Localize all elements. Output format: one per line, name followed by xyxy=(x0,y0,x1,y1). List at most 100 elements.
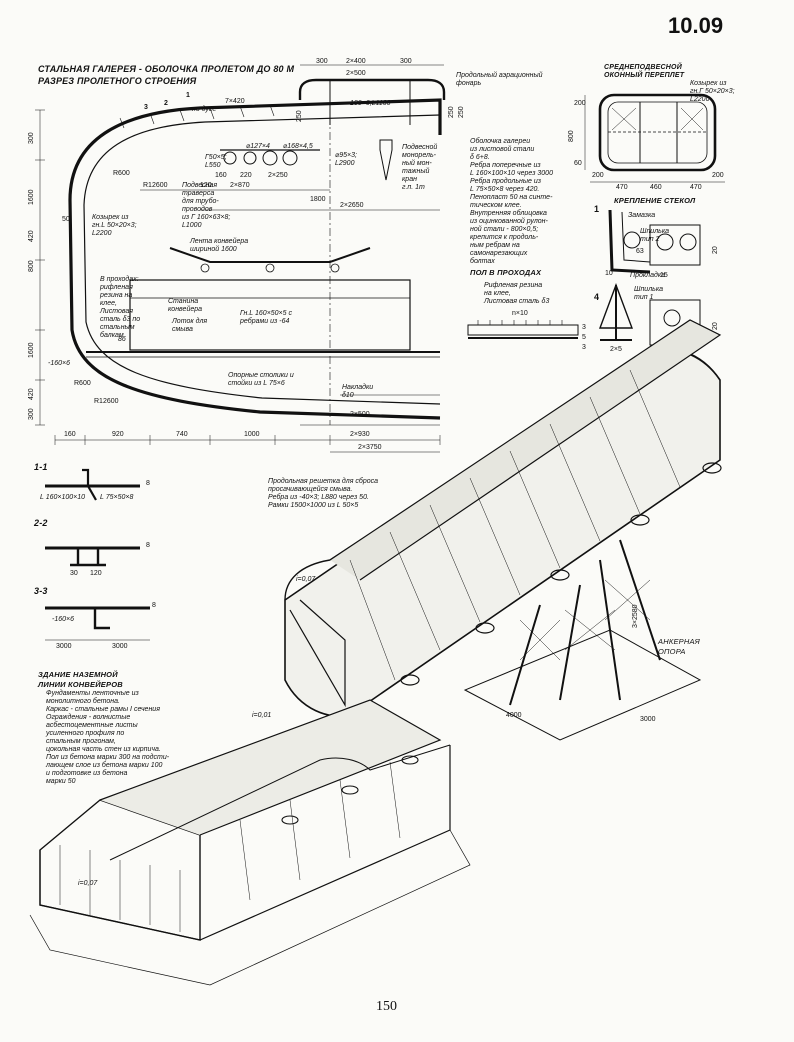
dim-h-11: 160 xyxy=(215,172,227,179)
label-walkway: В проходах: рифленая резина на клее, Лис… xyxy=(100,276,141,339)
radius-0: R600 xyxy=(113,170,130,177)
building-notes: Фундаменты ленточные из монолитного бето… xyxy=(46,690,170,785)
glass-label-1: Шпилька тип 2 xyxy=(640,228,670,243)
radius-2: R600 xyxy=(74,380,91,387)
label-visor: Козырек из гн.L 50×20×3; L2200 xyxy=(92,214,137,237)
profile-6: 86 xyxy=(118,336,126,343)
glass-label-8: 2×5 xyxy=(610,346,622,353)
dim-v-5: 420 xyxy=(28,388,35,400)
label-wash-tray: Лоток для смыва xyxy=(172,318,208,333)
dim-top-0: 300 xyxy=(316,58,328,65)
glass-title: КРЕПЛЕНИЕ СТЕКОЛ xyxy=(614,196,696,205)
dim-h-4: 2×500 xyxy=(350,411,370,418)
window-dim-5: 200 xyxy=(574,100,586,107)
section-3-3-dim-0: 3000 xyxy=(56,643,72,650)
dim-v-3: 800 xyxy=(28,260,35,272)
glass-fixing-details xyxy=(598,209,701,346)
glass-label-2: 63 xyxy=(636,248,644,255)
window-title: СРЕДНЕПОДВЕСНОЙ ОКОННЫЙ ПЕРЕПЛЕТ xyxy=(604,64,685,79)
section-2-2-dim-0: 30 xyxy=(70,570,78,577)
floor-dim-3: 3 xyxy=(582,344,586,351)
label-traverse: Подвесная траверса для трубо- проводов и… xyxy=(182,182,231,229)
dim-top-3: 300 xyxy=(400,58,412,65)
window-dim-3: 470 xyxy=(690,184,702,191)
window-dim-6: 800 xyxy=(568,130,575,142)
gallery-isometric-view xyxy=(284,319,722,741)
floor-note: Рифленая резина на клее, Листовая сталь … xyxy=(484,282,550,305)
profile-2: ⌀168×4,5 xyxy=(283,143,313,150)
glass-label-6: 20 xyxy=(712,246,719,254)
profile-0: Г50×5; L550 xyxy=(205,154,227,169)
section-2-2-dim-1: 120 xyxy=(90,570,102,577)
gallery-dim-2: 3000 xyxy=(640,716,656,723)
profile-3: ⌀95×3; L2900 xyxy=(335,152,357,167)
radius-3: R12600 xyxy=(94,398,119,405)
dim-h-5: 2×930 xyxy=(350,431,370,438)
floor-dim-2: 5 xyxy=(582,334,586,341)
sheet-number: 10.09 xyxy=(668,13,724,38)
label-channel: Гн.L 160×50×5 с ребрами из -64 xyxy=(240,310,292,325)
profile-sections xyxy=(45,468,150,641)
dim-top-1: 2×400 xyxy=(346,58,366,65)
marker-1: 1 xyxy=(186,92,190,99)
dim-h-13: 2×250 xyxy=(268,172,288,179)
dim-h-12: 220 xyxy=(240,172,252,179)
section-3-3-label-0: -160×6 xyxy=(52,616,74,623)
glass-label-7: 10 xyxy=(605,270,613,277)
floor-dim-1: 3 xyxy=(582,324,586,331)
label-belt: Лента конвейера шириной 1600 xyxy=(190,238,249,253)
dim-v-4: 1600 xyxy=(28,342,35,358)
glass-label-0: Замазка xyxy=(628,212,656,219)
glass-label-4: Шпилька тип 1 xyxy=(634,286,664,301)
dim-h-3: 1000 xyxy=(244,431,260,438)
label-plates: Накладки δ10 xyxy=(342,384,374,399)
gallery-slope: i=0,07 xyxy=(296,576,316,583)
conveyor-building-isometric xyxy=(29,699,471,986)
dim-v-2: 420 xyxy=(28,230,35,242)
dim-v-0: 300 xyxy=(28,132,35,144)
window-note: Козырек из гн.Г 50×20×3; L2200 xyxy=(690,80,735,103)
dim-v-6: 300 xyxy=(28,408,35,420)
dim-h-1: 920 xyxy=(112,431,124,438)
section-1-1-label-0: L 160×100×10 xyxy=(40,494,86,501)
window-frame-detail xyxy=(584,93,725,183)
floor-detail xyxy=(467,320,579,339)
drawing-subtitle: РАЗРЕЗ ПРОЛЕТНОГО СТРОЕНИЯ xyxy=(38,76,197,86)
radius-1: R12600 xyxy=(143,182,168,189)
label-conveyor-frame: Станина конвейера xyxy=(168,298,203,313)
glass-label-3: Прокладка xyxy=(630,272,666,279)
drawing-title: СТАЛЬНАЯ ГАЛЕРЕЯ - ОБОЛОЧКА ПРОЛЕТОМ ДО … xyxy=(38,64,295,74)
gallery-dim-0: 3×2580 xyxy=(632,604,639,628)
floor-title: ПОЛ В ПРОХОДАХ xyxy=(470,268,542,277)
window-dim-0: 200 xyxy=(592,172,604,179)
dim-v-1: 1600 xyxy=(28,189,35,205)
window-dim-7: 60 xyxy=(574,160,582,167)
rib-spacing: 7×420 xyxy=(225,98,245,105)
marker-2: 2 xyxy=(164,100,168,107)
window-dim-1: 470 xyxy=(616,184,628,191)
glass-label-5: 15 xyxy=(660,272,668,279)
dim-h-2: 740 xyxy=(176,431,188,438)
floor-dim-0: n×10 xyxy=(512,310,528,317)
dim-h-0: 160 xyxy=(64,431,76,438)
dim-h-6: 2×3750 xyxy=(358,444,382,451)
label-support-posts: Опорные столики и стойки из L 75×6 xyxy=(228,372,294,387)
dim-h-9: 2×2650 xyxy=(340,202,364,209)
dim-top-2: 2×500 xyxy=(346,70,366,77)
dim-v-9: 250 xyxy=(448,106,455,118)
glass-label-9: 20 xyxy=(712,322,719,330)
dim-h-8: 1800 xyxy=(310,196,326,203)
label-grating: Продольная решетка для сброса просачиваю… xyxy=(268,478,379,509)
dim-v-10: 250 xyxy=(458,106,465,118)
label-crane: Подвесной монорель- ный мон- тажный кран… xyxy=(402,144,438,191)
label-monitor: Продольный аэрационный фонарь xyxy=(456,72,543,87)
section-3-3: 3-3 xyxy=(34,586,48,596)
profile-5: -160×6 xyxy=(48,360,70,367)
dim-v-8: 250 xyxy=(296,110,303,122)
section-1-1: 1-1 xyxy=(34,462,48,472)
section-1-1-label-1: L 75×50×8 xyxy=(100,494,134,501)
section-3-3-dim-2: 8 xyxy=(152,602,156,609)
profile-1: ⌀127×4 xyxy=(246,143,270,150)
page-number: 150 xyxy=(376,999,397,1014)
